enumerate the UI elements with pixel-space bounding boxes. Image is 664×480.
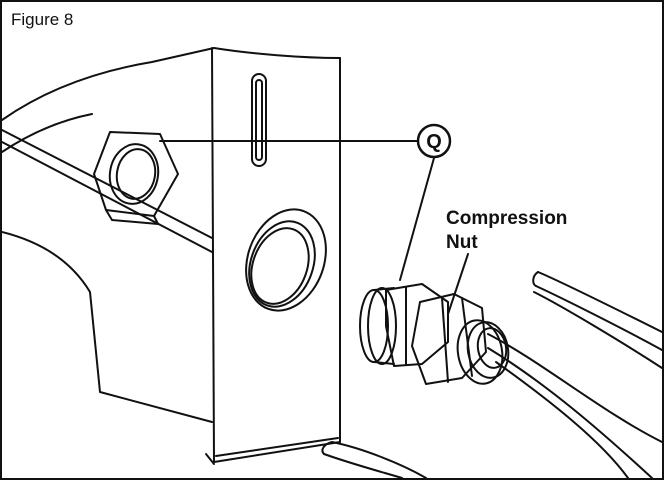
- loose-wires-lower: [321, 441, 427, 478]
- housing-opening: [245, 208, 327, 312]
- cord-grip-fitting: [359, 283, 510, 385]
- compression-nut-label-line2: Nut: [446, 232, 478, 253]
- hex-lock-nut: [93, 131, 179, 225]
- callout-q-letter: Q: [426, 131, 442, 153]
- loose-wires-upper: [532, 271, 662, 369]
- figure-title: Figure 8: [11, 10, 74, 29]
- housing-back-wall: [2, 47, 215, 423]
- compression-nut-label-line1: Compression: [446, 208, 567, 229]
- housing-slot: [251, 73, 267, 167]
- cable: [487, 333, 662, 478]
- housing-box: [205, 47, 341, 465]
- compression-nut-label: Compression Nut: [446, 208, 567, 315]
- callout-q: Q: [159, 123, 452, 281]
